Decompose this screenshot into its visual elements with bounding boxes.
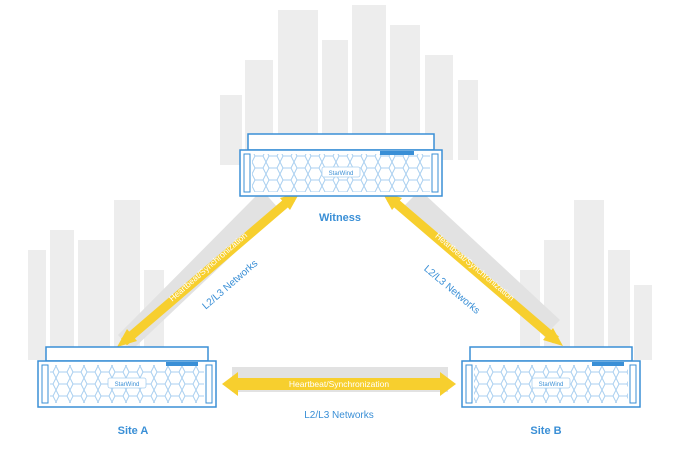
site-b-server: StarWind xyxy=(461,346,641,408)
witness-label: Witness xyxy=(319,212,361,224)
site-a-brand-logo: StarWind xyxy=(115,382,140,388)
bottom-network-label: L2/L3 Networks xyxy=(304,410,373,421)
site-a-server: StarWind xyxy=(37,346,217,408)
bottom-heartbeat-label: Heartbeat/Synchronization xyxy=(289,379,389,389)
site-b-brand-logo: StarWind xyxy=(539,382,564,388)
site-b-label: Site B xyxy=(530,425,561,437)
witness-brand-logo: StarWind xyxy=(329,171,354,177)
witness-server: StarWind xyxy=(239,133,443,197)
left-heartbeat-label: Heartbeat/Synchronization xyxy=(167,230,249,303)
link-bottom-arrow xyxy=(222,372,456,396)
site-a-label: Site A xyxy=(118,425,149,437)
